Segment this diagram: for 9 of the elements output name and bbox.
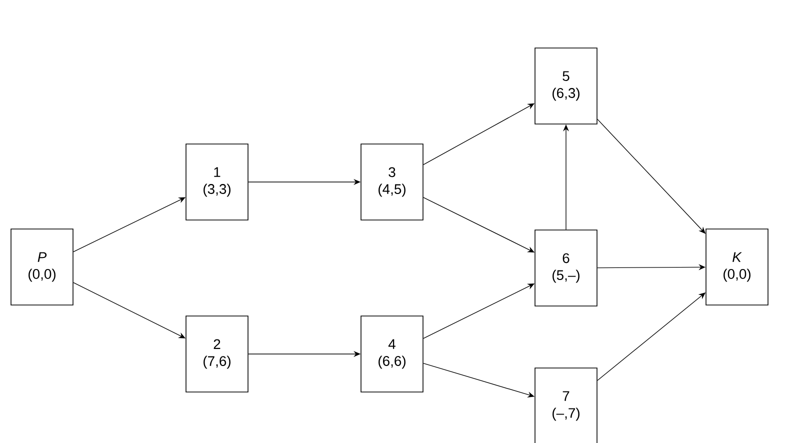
node-box: 2 (7,6) <box>186 316 248 392</box>
node-box: 6 (5,–) <box>534 230 598 306</box>
node-box: K (0,0) <box>706 228 768 306</box>
node-box: 1 (3,3) <box>186 144 248 220</box>
node-box: 3 (4,5) <box>360 144 424 220</box>
node-box: 5 (6,3) <box>534 48 598 124</box>
node-box: 7 (–,7) <box>534 368 598 443</box>
node-box: 4 (6,6) <box>360 316 424 392</box>
node-box: P (0,0) <box>10 228 74 306</box>
